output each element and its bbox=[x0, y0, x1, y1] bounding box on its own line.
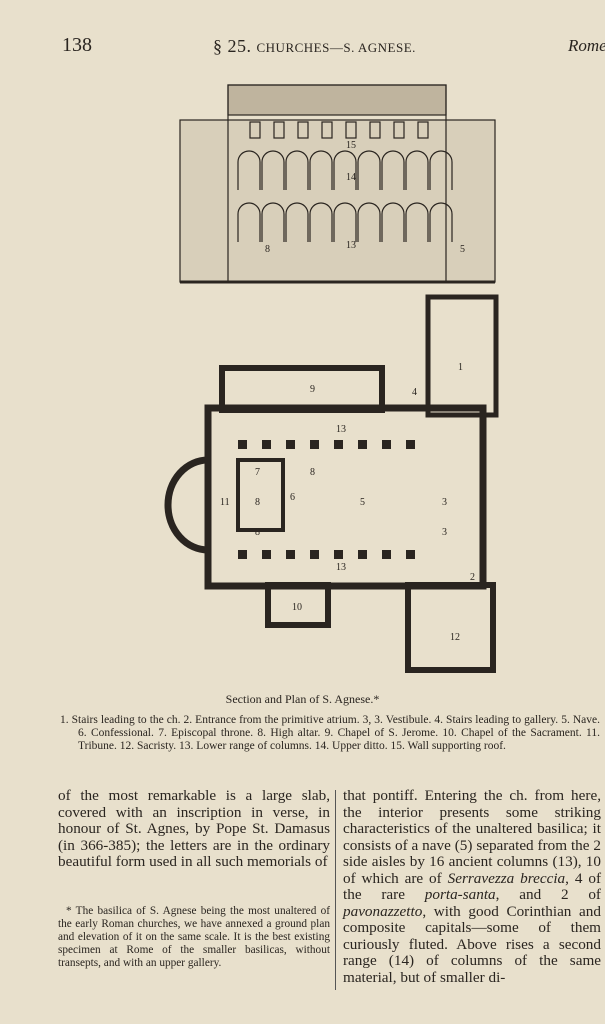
figure-label: 11 bbox=[220, 497, 230, 508]
figure-label: 14 bbox=[346, 172, 356, 183]
arch bbox=[261, 150, 285, 190]
italic-text: pavonazzetto bbox=[343, 902, 423, 920]
column bbox=[286, 440, 295, 449]
section-number: § 25. bbox=[213, 36, 252, 56]
figure-legend: 1. Stairs leading to the ch. 2. Entrance… bbox=[60, 714, 600, 752]
text: , and 2 of bbox=[495, 886, 601, 903]
figure-caption: Section and Plan of S. Agnese.* bbox=[225, 692, 380, 706]
chapter-title: CHURCHES—S. AGNESE. bbox=[256, 40, 416, 55]
figure-label: 4 bbox=[412, 387, 417, 398]
column bbox=[406, 440, 415, 449]
figure-label: 15 bbox=[346, 140, 356, 151]
column bbox=[262, 440, 271, 449]
arch bbox=[237, 150, 261, 190]
figure-label: 13 bbox=[346, 240, 356, 251]
figure-label: 9 bbox=[310, 384, 315, 395]
figure-label: 13 bbox=[336, 562, 346, 573]
page-number: 138 bbox=[62, 34, 92, 56]
figure-label: 12 bbox=[450, 632, 460, 643]
arch bbox=[333, 150, 357, 190]
italic-text: Serravezza breccia bbox=[447, 869, 566, 887]
text: that pontiff. Entering the ch. from here… bbox=[343, 787, 601, 887]
figure-label: 8 bbox=[255, 527, 260, 538]
column-divider bbox=[335, 790, 336, 990]
arch bbox=[309, 150, 333, 190]
figure-label: 8 bbox=[255, 497, 260, 508]
arch bbox=[381, 150, 405, 190]
arch bbox=[429, 202, 453, 242]
column bbox=[286, 550, 295, 559]
text: , with good Corinthian and composite cap… bbox=[343, 902, 601, 986]
column bbox=[238, 550, 247, 559]
window bbox=[273, 121, 285, 139]
window bbox=[321, 121, 333, 139]
window bbox=[417, 121, 429, 139]
window bbox=[393, 121, 405, 139]
section-elevation bbox=[179, 84, 496, 284]
window bbox=[249, 121, 261, 139]
figure-label: 8 bbox=[310, 467, 315, 478]
column bbox=[382, 440, 391, 449]
arch bbox=[405, 150, 429, 190]
italic-text: porta-santa bbox=[424, 886, 496, 903]
footnote: * The basilica of S. Agnese being the mo… bbox=[58, 905, 330, 970]
figure-label: 1 bbox=[458, 362, 463, 373]
column bbox=[358, 550, 367, 559]
column bbox=[334, 550, 343, 559]
footnote-text: * The basilica of S. Agnese being the mo… bbox=[58, 905, 330, 969]
figure-label: 10 bbox=[292, 602, 302, 613]
column bbox=[238, 440, 247, 449]
column bbox=[310, 440, 319, 449]
figure-label: 5 bbox=[360, 497, 365, 508]
window bbox=[345, 121, 357, 139]
right-column-text: that pontiff. Entering the ch. from here… bbox=[343, 787, 601, 986]
arch bbox=[309, 202, 333, 242]
arch bbox=[381, 202, 405, 242]
column bbox=[406, 550, 415, 559]
figure-label: 3 bbox=[442, 497, 447, 508]
ground-plan bbox=[164, 294, 499, 673]
arch bbox=[357, 150, 381, 190]
arch bbox=[333, 202, 357, 242]
window bbox=[297, 121, 309, 139]
arch bbox=[285, 202, 309, 242]
column bbox=[382, 550, 391, 559]
running-head: § 25. CHURCHES—S. AGNESE. bbox=[213, 36, 416, 57]
left-column-text: of the most remarkable is a large slab, … bbox=[58, 787, 330, 870]
figure-label: 2 bbox=[470, 572, 475, 583]
running-right: Rome. bbox=[568, 36, 605, 55]
window bbox=[369, 121, 381, 139]
figure-label: 8 bbox=[265, 244, 270, 255]
column bbox=[310, 550, 319, 559]
arch bbox=[285, 150, 309, 190]
arch bbox=[237, 202, 261, 242]
column bbox=[262, 550, 271, 559]
arch bbox=[261, 202, 285, 242]
text: , 4 of the rare bbox=[343, 869, 601, 903]
arch bbox=[429, 150, 453, 190]
figure-label: 6 bbox=[290, 492, 295, 503]
figure-label: 7 bbox=[255, 467, 260, 478]
arch bbox=[357, 202, 381, 242]
column bbox=[358, 440, 367, 449]
figure-label: 13 bbox=[336, 424, 346, 435]
arch bbox=[405, 202, 429, 242]
figure-label: 3 bbox=[442, 527, 447, 538]
figure-label: 5 bbox=[460, 244, 465, 255]
column bbox=[334, 440, 343, 449]
